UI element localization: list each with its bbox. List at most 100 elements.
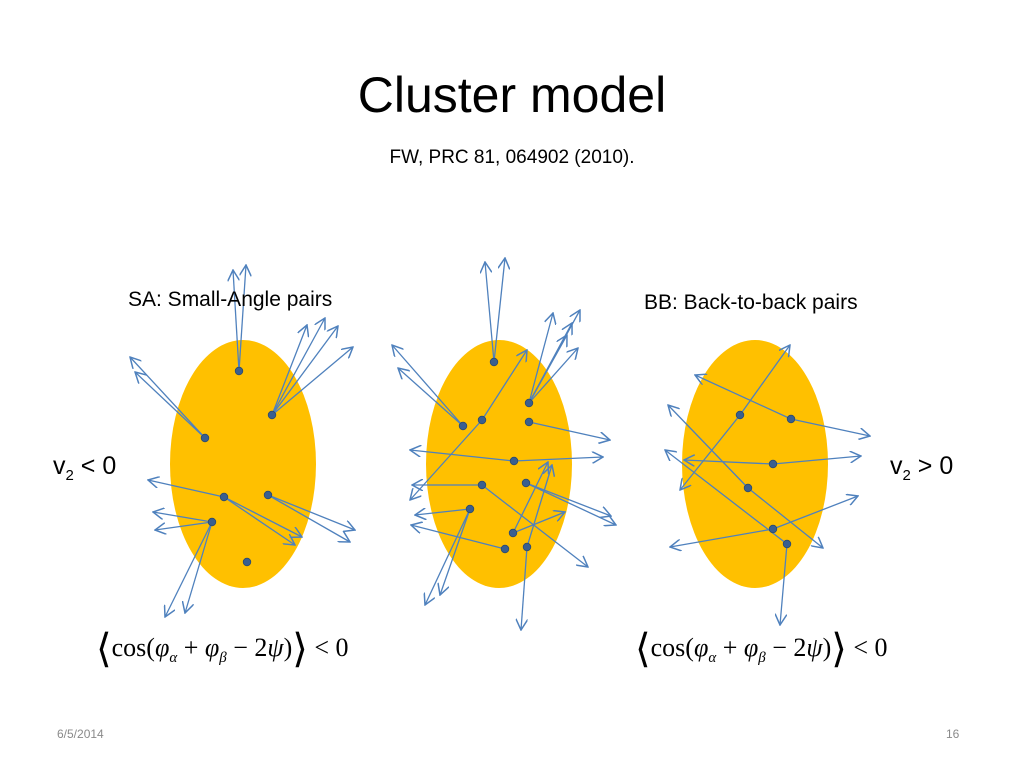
momentum-arrow — [392, 345, 464, 427]
particle-dot — [489, 357, 499, 367]
particle-dot — [500, 544, 510, 554]
v2-negative-label: v2 < 0 — [53, 452, 116, 484]
momentum-arrow — [680, 414, 741, 490]
fluid-ellipse — [426, 340, 572, 588]
v2-subscript: 2 — [65, 467, 74, 484]
particle-dot — [508, 528, 518, 538]
momentum-arrow — [271, 347, 353, 416]
momentum-arrow — [528, 313, 553, 404]
slide-date: 6/5/2014 — [57, 727, 104, 741]
formula-plus: + — [177, 633, 205, 662]
particle-dot — [465, 504, 475, 514]
particle-dot — [782, 539, 792, 549]
momentum-arrow — [512, 462, 548, 534]
v2-symbol: v — [890, 452, 903, 480]
momentum-arrow — [739, 345, 790, 416]
momentum-arrow — [747, 487, 823, 548]
particle-dot — [524, 417, 534, 427]
momentum-arrow — [528, 348, 578, 404]
momentum-arrow — [528, 335, 567, 404]
momentum-arrow — [267, 494, 350, 542]
particle-dot — [743, 483, 753, 493]
particle-dot — [509, 456, 519, 466]
momentum-arrow — [233, 270, 240, 372]
momentum-arrow — [398, 368, 464, 427]
momentum-arrow — [425, 508, 471, 605]
particle-dot — [477, 480, 487, 490]
slide-page-number: 16 — [946, 727, 960, 741]
particle-dot — [200, 433, 210, 443]
momentum-arrow — [410, 450, 515, 462]
particle-dot — [524, 398, 534, 408]
momentum-arrow — [153, 512, 213, 523]
formula-minus: − 2 — [765, 633, 807, 662]
formula-beta: β — [219, 650, 227, 667]
fluid-ellipse — [682, 340, 828, 588]
momentum-arrow — [440, 508, 471, 595]
v2-subscript: 2 — [902, 467, 911, 484]
momentum-arrow — [772, 496, 858, 530]
particle-dot — [207, 517, 217, 527]
left-angle-bracket: ⟨ — [96, 626, 112, 671]
momentum-arrow — [238, 265, 246, 372]
momentum-arrow — [155, 521, 213, 530]
momentum-arrow — [411, 525, 506, 550]
formula-minus: − 2 — [226, 633, 268, 662]
momentum-arrow — [670, 528, 774, 547]
momentum-arrow — [148, 480, 225, 498]
particle-dot — [234, 366, 244, 376]
momentum-arrow — [185, 521, 213, 613]
right-angle-bracket: ⟩ — [831, 626, 847, 671]
momentum-arrow — [790, 418, 870, 436]
slide-title: Cluster model — [357, 67, 667, 123]
momentum-arrow — [271, 318, 325, 416]
particle-dot — [768, 524, 778, 534]
formula-phi-alpha: φ — [154, 633, 170, 662]
formula-close: ) — [822, 633, 832, 662]
formula-relation: < 0 — [307, 633, 349, 662]
v2-symbol: v — [53, 452, 66, 480]
momentum-arrow — [512, 512, 565, 534]
reference-citation: FW, PRC 81, 064902 (2010). — [389, 147, 635, 168]
particle-dot — [521, 478, 531, 488]
momentum-arrow — [526, 465, 552, 548]
particle-dot — [522, 542, 532, 552]
momentum-arrow — [223, 496, 295, 545]
momentum-arrow — [493, 258, 505, 363]
formula-phi-beta: φ — [743, 633, 759, 662]
momentum-arrow — [223, 496, 302, 537]
sa-pairs-label: SA: Small-Angle pairs — [128, 288, 333, 311]
momentum-arrow — [481, 350, 527, 421]
momentum-arrow — [528, 421, 610, 440]
formula-alpha: α — [169, 650, 178, 667]
momentum-arrow — [271, 326, 338, 416]
particle-dot — [735, 410, 745, 420]
particle-dot — [458, 421, 468, 431]
particle-dot — [768, 459, 778, 469]
formula-psi: ψ — [806, 633, 823, 662]
formula-phi-alpha: φ — [693, 633, 709, 662]
bb-pairs-label: BB: Back-to-back pairs — [644, 291, 858, 314]
sa-formula: ⟨cos(φα + φβ − 2ψ)⟩ < 0 — [96, 625, 349, 672]
formula-alpha: α — [708, 650, 717, 667]
formula-psi: ψ — [267, 633, 284, 662]
v2-relation: < 0 — [73, 452, 117, 480]
v2-positive-label: v2 > 0 — [890, 452, 953, 484]
formula-func: cos( — [650, 633, 694, 662]
momentum-arrow — [668, 405, 749, 489]
momentum-arrow — [135, 372, 206, 439]
momentum-arrow — [165, 521, 213, 617]
v2-relation: > 0 — [910, 452, 954, 480]
momentum-arrow — [525, 482, 611, 516]
momentum-arrow — [684, 460, 774, 464]
momentum-arrow — [415, 509, 471, 515]
momentum-arrow — [772, 456, 861, 465]
formula-relation: < 0 — [846, 633, 888, 662]
formula-close: ) — [283, 633, 293, 662]
momentum-arrow — [665, 450, 788, 545]
particle-dot — [219, 492, 229, 502]
bb-formula: ⟨cos(φα + φβ − 2ψ)⟩ < 0 — [635, 625, 888, 672]
momentum-arrow — [521, 546, 527, 630]
formula-beta: β — [758, 650, 766, 667]
momentum-arrow — [485, 262, 495, 363]
